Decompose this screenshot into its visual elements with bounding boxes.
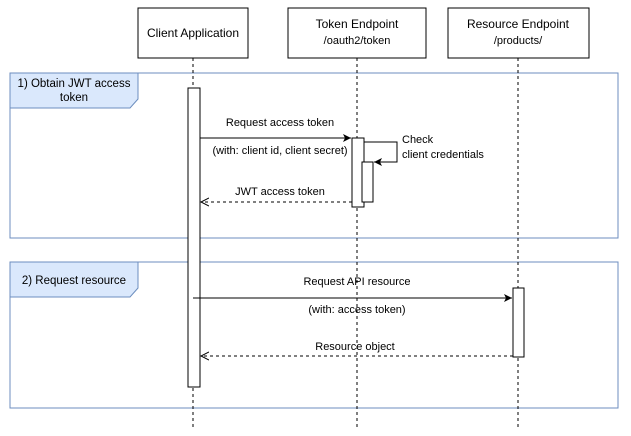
participant-resource-path: /products/ [494,35,543,47]
message-request-access-token-sublabel: (with: client id, client secret) [212,145,347,157]
message-jwt-access-token: JWT access token [201,186,352,202]
message-request-api-resource: Request API resource (with: access token… [193,276,512,316]
frame-obtain-token-label-1: 1) Obtain JWT access [18,78,131,90]
activation-resource [512,287,525,358]
message-resource-object: Resource object [201,341,513,356]
message-jwt-access-token-label: JWT access token [235,186,325,198]
participant-token-path: /oauth2/token [324,35,391,47]
frame-obtain-token-label-2: token [60,92,88,104]
activation-client [187,87,201,388]
message-check-credentials-arrow [364,141,398,166]
frame-obtain-token-tab [9,72,139,109]
participant-resource: Resource Endpoint /products/ [447,7,590,59]
message-request-api-resource-sublabel: (with: access token) [308,304,405,316]
message-check-credentials: Check client credentials [364,134,484,166]
message-request-access-token: Request access token (with: client id, c… [200,117,351,157]
participant-token-name: Token Endpoint [316,17,399,31]
frame-request-resource-label: 2) Request resource [22,275,126,287]
participant-resource-name: Resource Endpoint [467,17,570,31]
participant-token: Token Endpoint /oauth2/token [287,7,427,59]
participant-client: Client Application [137,7,249,59]
activation-token-self [361,161,374,203]
message-request-access-token-label: Request access token [226,117,334,129]
message-resource-object-label: Resource object [315,341,395,353]
frame-request-resource-tab [9,261,139,298]
participant-client-name: Client Application [147,26,239,40]
message-check-credentials-sublabel: client credentials [402,149,484,161]
frame-request-resource: 2) Request resource [9,261,619,409]
message-request-api-resource-label: Request API resource [303,276,410,288]
message-check-credentials-label: Check [402,134,434,146]
frame-obtain-token: 1) Obtain JWT access token [9,72,619,239]
